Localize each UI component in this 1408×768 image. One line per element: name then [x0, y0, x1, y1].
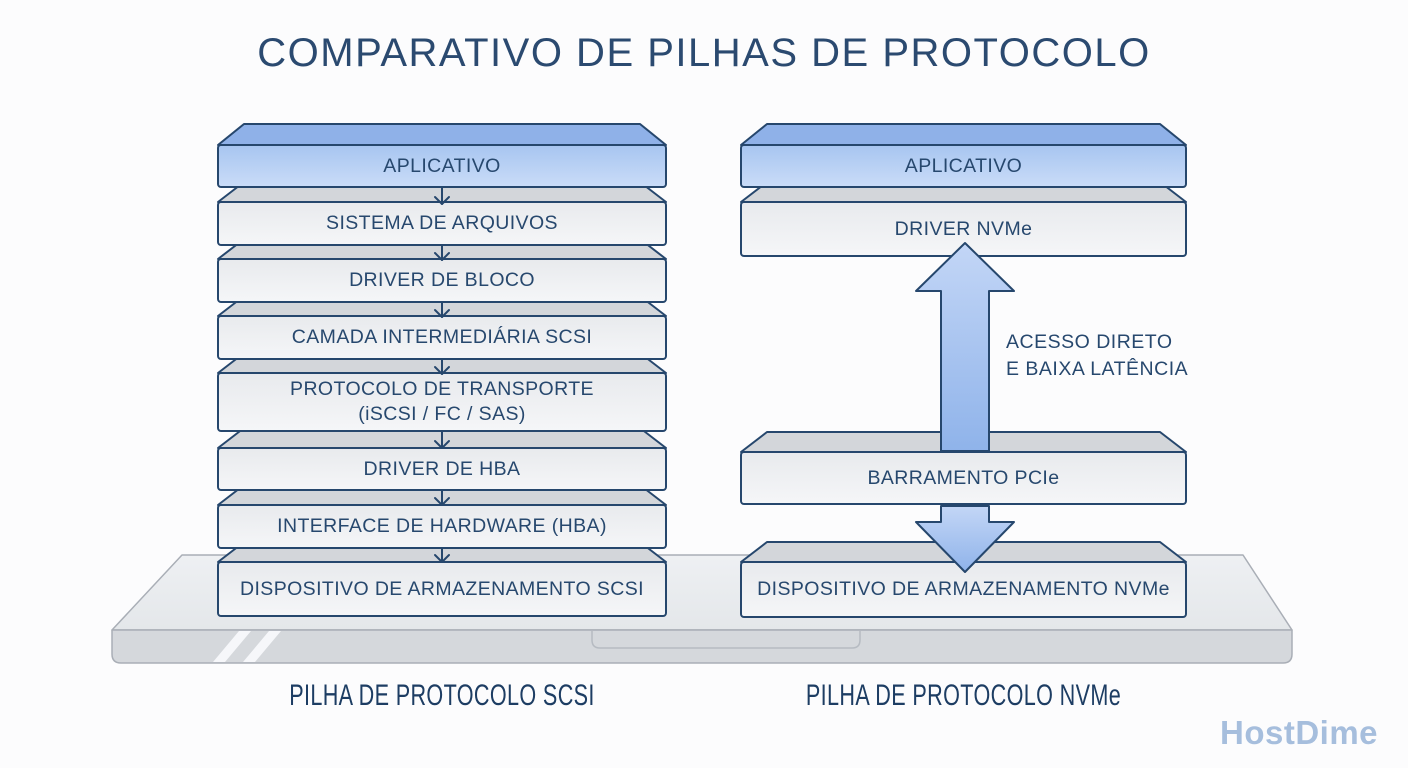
laptop-front-edge	[111, 629, 1293, 664]
layer-label: SISTEMA DE ARQUIVOS	[326, 212, 558, 234]
layer-label: CAMADA INTERMEDIÁRIA SCSI	[291, 326, 593, 348]
arrow-up-segment	[915, 242, 1015, 452]
layer-label: DRIVER DE HBA	[363, 457, 521, 480]
layer-label: DISPOSITIVO DE ARMAZENAMENTO NVMe	[757, 578, 1170, 600]
nvme-layer-aplicativo: APLICATIVO	[740, 123, 1187, 188]
laptop-notch	[591, 631, 861, 649]
nvme-layer-barramento: BARRAMENTO PCIe	[740, 431, 1187, 506]
scsi-layer-driver-de-bloco: DRIVER DE BLOCO	[217, 238, 667, 303]
nvme-layer-dispositivo: DISPOSITIVO DE ARMAZENAMENTO NVMe	[740, 541, 1187, 618]
annotation-line-1: ACESSO DIRETO	[1006, 331, 1173, 353]
scsi-layer-dispositivo: DISPOSITIVO DE ARMAZENAMENTO SCSI	[217, 541, 667, 617]
layer-label: DISPOSITIVO DE ARMAZENAMENTO SCSI	[240, 577, 644, 600]
scsi-layer-protocolo-transporte: PROTOCOLO DE TRANSPORTE (iSCSI / FC / SA…	[217, 352, 667, 432]
layer-label: APLICATIVO	[383, 154, 501, 177]
layer-label: PROTOCOLO DE TRANSPORTE	[290, 378, 594, 400]
arrow-annotation: ACESSO DIRETO E BAIXA LATÊNCIA	[1006, 329, 1188, 383]
scsi-layer-driver-de-hba: DRIVER DE HBA	[217, 427, 667, 491]
layer-label: DRIVER NVMe	[894, 217, 1033, 240]
layer-label: BARRAMENTO PCIe	[867, 466, 1060, 489]
layer-label: DRIVER DE BLOCO	[349, 269, 535, 291]
laptop-shine-stripe	[243, 631, 281, 662]
scsi-layer-camada-intermediaria: CAMADA INTERMEDIÁRIA SCSI	[217, 295, 667, 360]
direct-access-arrow	[900, 240, 1030, 580]
laptop-shine-stripe	[213, 631, 251, 662]
stack-caption-nvme: PILHA DE PROTOCOLO NVMe	[805, 679, 1122, 712]
layer-label: INTERFACE DE HARDWARE (HBA)	[277, 515, 607, 537]
scsi-layer-sistema-de-arquivos: SISTEMA DE ARQUIVOS	[217, 181, 667, 246]
scsi-layer-aplicativo: APLICATIVO	[217, 123, 667, 188]
page-title: COMPARATIVO DE PILHAS DE PROTOCOLO	[257, 31, 1151, 75]
hostdime-logo: HostDime	[1220, 714, 1379, 751]
scsi-layer-interface-hardware: INTERFACE DE HARDWARE (HBA)	[217, 484, 667, 549]
layer-sublabel: (iSCSI / FC / SAS)	[358, 403, 526, 425]
nvme-layer-driver: DRIVER NVMe	[740, 181, 1187, 258]
layer-label: APLICATIVO	[904, 154, 1023, 177]
annotation-line-2: E BAIXA LATÊNCIA	[1006, 358, 1189, 380]
stack-caption-scsi: PILHA DE PROTOCOLO SCSI	[289, 679, 595, 712]
